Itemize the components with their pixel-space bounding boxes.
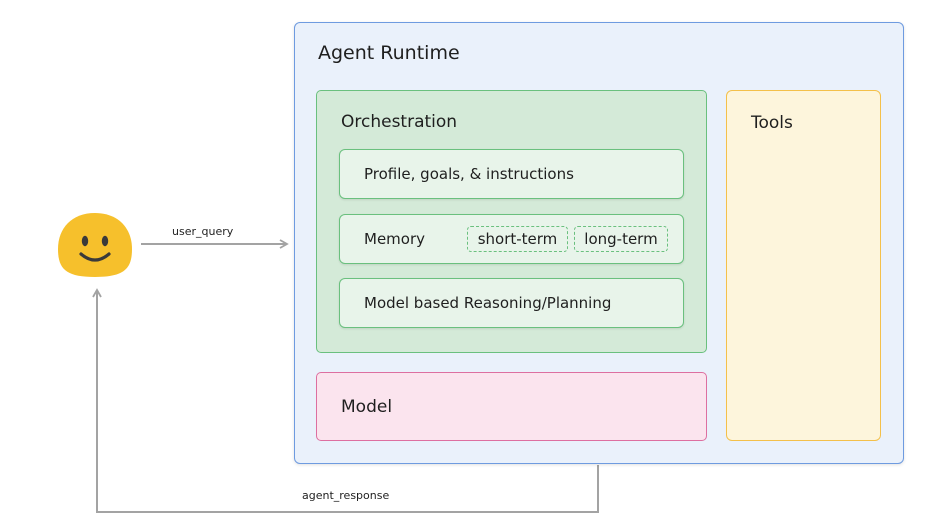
agent-runtime-title: Agent Runtime [318, 42, 460, 64]
orchestration-title: Orchestration [341, 112, 458, 132]
agent-response-label: agent_response [302, 489, 390, 502]
profile-goals-label: Profile, goals, & instructions [364, 165, 574, 183]
model-box: Model [316, 372, 707, 441]
reasoning-planning-label: Model based Reasoning/Planning [364, 294, 612, 312]
tools-label: Tools [751, 113, 793, 133]
agent-response-arrow [92, 288, 599, 513]
user-query-label: user_query [172, 225, 234, 238]
memory-chip-long-term: long-term [574, 226, 668, 252]
memory-label: Memory [364, 230, 426, 248]
tools-box: Tools [726, 90, 881, 441]
reasoning-planning-box: Model based Reasoning/Planning [339, 278, 684, 328]
memory-chip-short-term: short-term [467, 226, 568, 252]
model-label: Model [341, 396, 393, 417]
profile-goals-box: Profile, goals, & instructions [339, 149, 684, 199]
smiley-face-icon [54, 211, 136, 279]
